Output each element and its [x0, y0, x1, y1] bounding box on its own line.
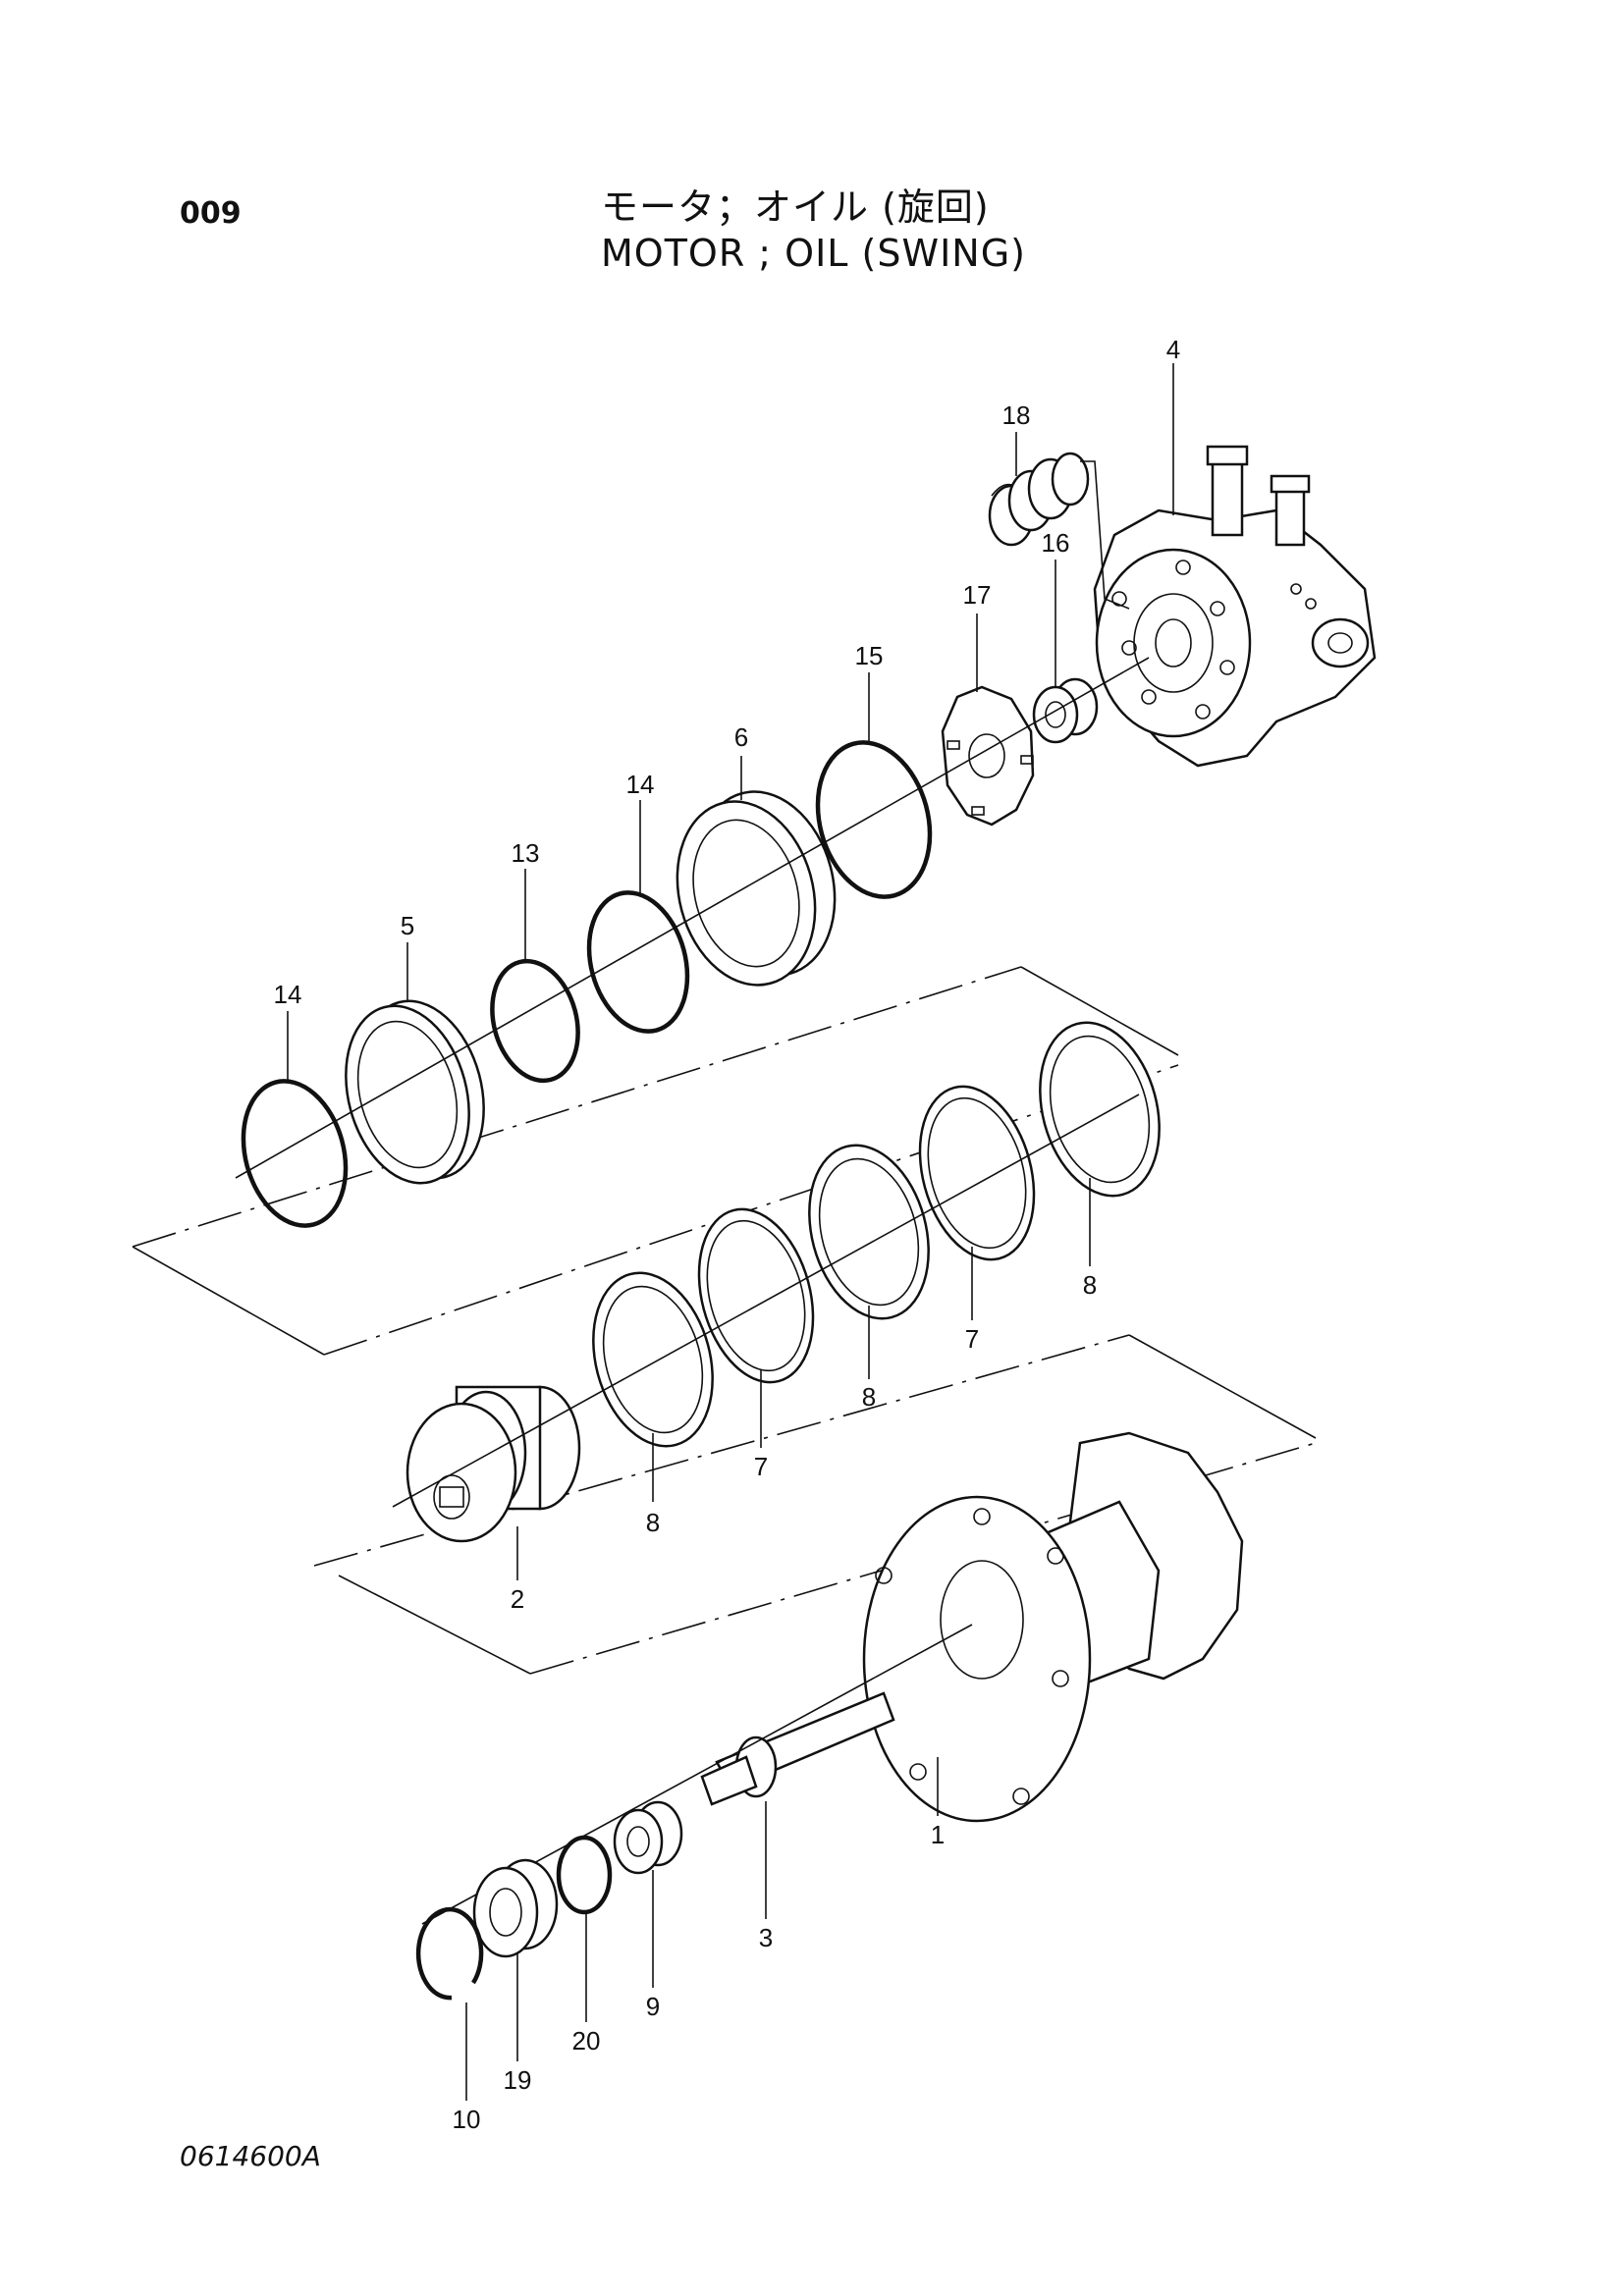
part-6-piston [676, 790, 837, 987]
part-19-oil-seal [472, 1858, 559, 1958]
part-14-o-ring-lower [241, 1079, 349, 1228]
callout-5: 5 [401, 911, 414, 940]
callout-19: 19 [504, 2065, 532, 2095]
part-8-disc-middle [808, 1144, 930, 1320]
callout-13: 13 [512, 838, 540, 868]
callout-14-lower: 14 [274, 980, 302, 1009]
callout-14-upper: 14 [626, 770, 655, 799]
axis-upper [235, 657, 1150, 1179]
part-10-snap-ring [415, 1906, 484, 2001]
part-16-bearing [1032, 677, 1099, 744]
callout-20: 20 [572, 2026, 601, 2056]
callout-1: 1 [931, 1820, 945, 1849]
drawing-number: 0614600A [180, 2140, 321, 2172]
title-english: MOTOR ; OIL (SWING) [601, 232, 1026, 275]
callout-17: 17 [963, 580, 992, 610]
callout-18: 18 [1002, 400, 1031, 430]
part-8-disc-right [1039, 1021, 1161, 1198]
axis-middle [392, 1094, 1140, 1508]
part-5-retainer [345, 999, 485, 1185]
part-17-plate [941, 685, 1035, 827]
part-1-housing [862, 1431, 1244, 1823]
part-8-disc-left [592, 1271, 714, 1448]
leader-18-link [1080, 460, 1130, 610]
part-18-spring [988, 452, 1090, 547]
title-japanese: モータ；オイル (旋回) [601, 186, 990, 229]
part-9-bearing [613, 1800, 683, 1875]
part-7-plate-left [697, 1207, 815, 1384]
part-4-valve-casing [1093, 445, 1377, 768]
part-13-o-ring [490, 958, 580, 1084]
callout-9: 9 [646, 1992, 660, 2021]
callout-3: 3 [759, 1923, 773, 1952]
callout-8-middle: 8 [862, 1382, 876, 1412]
part-2-cylinder-block [406, 1385, 581, 1543]
callout-7-right: 7 [965, 1324, 979, 1354]
part-15-o-ring [815, 740, 933, 899]
callout-15: 15 [855, 641, 884, 670]
callout-8-left: 8 [646, 1508, 660, 1537]
part-20-o-ring [556, 1835, 613, 1915]
callout-10: 10 [453, 2105, 481, 2134]
callout-16: 16 [1042, 528, 1070, 558]
part-3-shaft [700, 1691, 895, 1806]
callout-8-right: 8 [1083, 1270, 1097, 1300]
callout-4: 4 [1166, 335, 1180, 364]
callout-2: 2 [511, 1584, 524, 1614]
part-7-plate-right [918, 1085, 1036, 1261]
page-code: 009 [180, 196, 242, 231]
callout-6: 6 [734, 722, 748, 752]
callout-7-left: 7 [754, 1452, 768, 1481]
